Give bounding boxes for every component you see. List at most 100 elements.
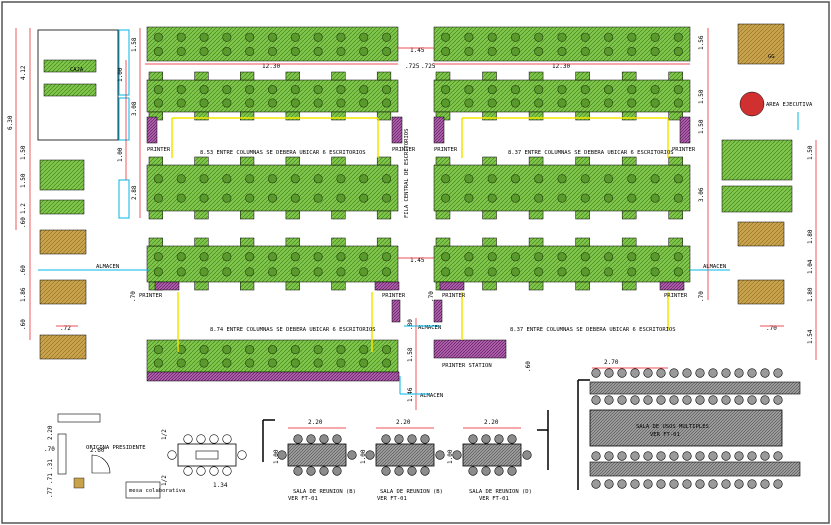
dimension: 1.34	[213, 482, 228, 489]
dimension: 1.50	[698, 119, 705, 134]
meeting-chair	[507, 466, 517, 476]
desk-chair	[313, 345, 323, 355]
desk-chair	[382, 267, 392, 277]
meeting-chair	[381, 466, 391, 476]
desk-chair	[290, 358, 300, 368]
meeting-chair	[222, 466, 232, 476]
president-credenza	[57, 433, 67, 475]
desk-chair	[222, 32, 232, 42]
dimension: 1.00	[360, 449, 367, 464]
desk-chair	[199, 85, 209, 95]
meeting-chair	[347, 450, 357, 460]
cyan-partition	[118, 179, 130, 219]
desk-chair	[153, 98, 163, 108]
desk-chair	[382, 252, 392, 262]
meeting-chair	[407, 434, 417, 444]
desk-chair	[557, 32, 567, 42]
meeting-chair	[591, 368, 601, 378]
meeting-chair	[708, 479, 718, 489]
desk-chair	[464, 85, 474, 95]
desk-chair	[199, 267, 209, 277]
desk-chair	[359, 46, 369, 56]
desk-return	[575, 71, 590, 81]
meeting-chair	[695, 368, 705, 378]
desk-chair	[580, 32, 590, 42]
meeting-chair	[695, 395, 705, 405]
desk-chair	[336, 98, 346, 108]
desk-chair	[176, 252, 186, 262]
desk-return	[668, 111, 683, 121]
storage-block	[679, 116, 691, 144]
meeting-chair	[643, 395, 653, 405]
desk-chair	[199, 98, 209, 108]
desk-return	[528, 281, 544, 291]
desk-chair	[441, 85, 451, 95]
desk-row	[146, 164, 399, 212]
desk-chair	[245, 32, 255, 42]
desk-return	[331, 156, 346, 166]
desk-chair	[557, 85, 567, 95]
meeting-chair	[183, 466, 193, 476]
dimension: 1.86	[20, 287, 27, 302]
dimension: 12.30	[262, 63, 280, 70]
desk-chair	[510, 267, 520, 277]
desk-row	[433, 164, 691, 212]
meeting-chair	[237, 450, 247, 460]
desk-chair	[673, 267, 683, 277]
printer-label: PRINTER	[672, 147, 696, 153]
desk-chair	[534, 193, 544, 203]
desk-chair	[336, 32, 346, 42]
printer-label: PRINTER	[147, 147, 171, 153]
desk-return	[285, 71, 300, 81]
desk-chair	[290, 345, 300, 355]
meeting-chair	[721, 479, 731, 489]
left-offices: CAJA	[37, 29, 130, 360]
dimension: 1.45	[410, 47, 425, 54]
meeting-chair	[481, 434, 491, 444]
meeting-chair	[394, 434, 404, 444]
dimension: 1.56	[698, 35, 705, 50]
smp-strip-top	[589, 381, 801, 395]
desk-chair	[336, 345, 346, 355]
meeting-chair	[319, 466, 329, 476]
executive-table	[739, 91, 765, 117]
desk-return	[376, 156, 392, 166]
meeting-chair	[167, 450, 177, 460]
meeting-chair	[617, 451, 627, 461]
desk-chair	[199, 252, 209, 262]
column-note-2: 8.37 ENTRE COLUMNAS SE DEBERA UBICAR 6 E…	[508, 150, 674, 156]
desk-chair	[359, 85, 369, 95]
desk-chair	[153, 267, 163, 277]
desk-row	[433, 245, 691, 283]
desk-return	[435, 210, 451, 220]
almacen-label: ALMACEN	[418, 325, 441, 331]
desk-chair	[650, 85, 660, 95]
desk-chair	[673, 85, 683, 95]
dimension: 1.04	[807, 259, 814, 274]
meeting-chair	[481, 466, 491, 476]
dimension: .77	[47, 487, 54, 498]
desk-chair	[290, 174, 300, 184]
meeting-chair	[747, 368, 757, 378]
desk-return	[482, 71, 497, 81]
desk-return	[331, 281, 346, 291]
desk-chair	[222, 85, 232, 95]
printer-station-block	[433, 339, 507, 359]
president-desk	[57, 413, 101, 423]
meeting-chair	[760, 368, 770, 378]
desk-return	[376, 71, 392, 81]
meeting-chair	[669, 395, 679, 405]
oficina-presidente-label: OFICINA PRESIDENTE	[86, 445, 146, 451]
desk-chair	[557, 98, 567, 108]
desk-chair	[313, 358, 323, 368]
desk-chair	[382, 32, 392, 42]
president-side-table	[73, 477, 85, 489]
desk-chair	[245, 358, 255, 368]
meeting-chair	[630, 395, 640, 405]
desk-chair	[510, 46, 520, 56]
wood-office	[737, 279, 785, 305]
desk-chair	[313, 267, 323, 277]
desk-chair	[534, 252, 544, 262]
dimension: 1.80	[807, 287, 814, 302]
desk-chair	[487, 267, 497, 277]
